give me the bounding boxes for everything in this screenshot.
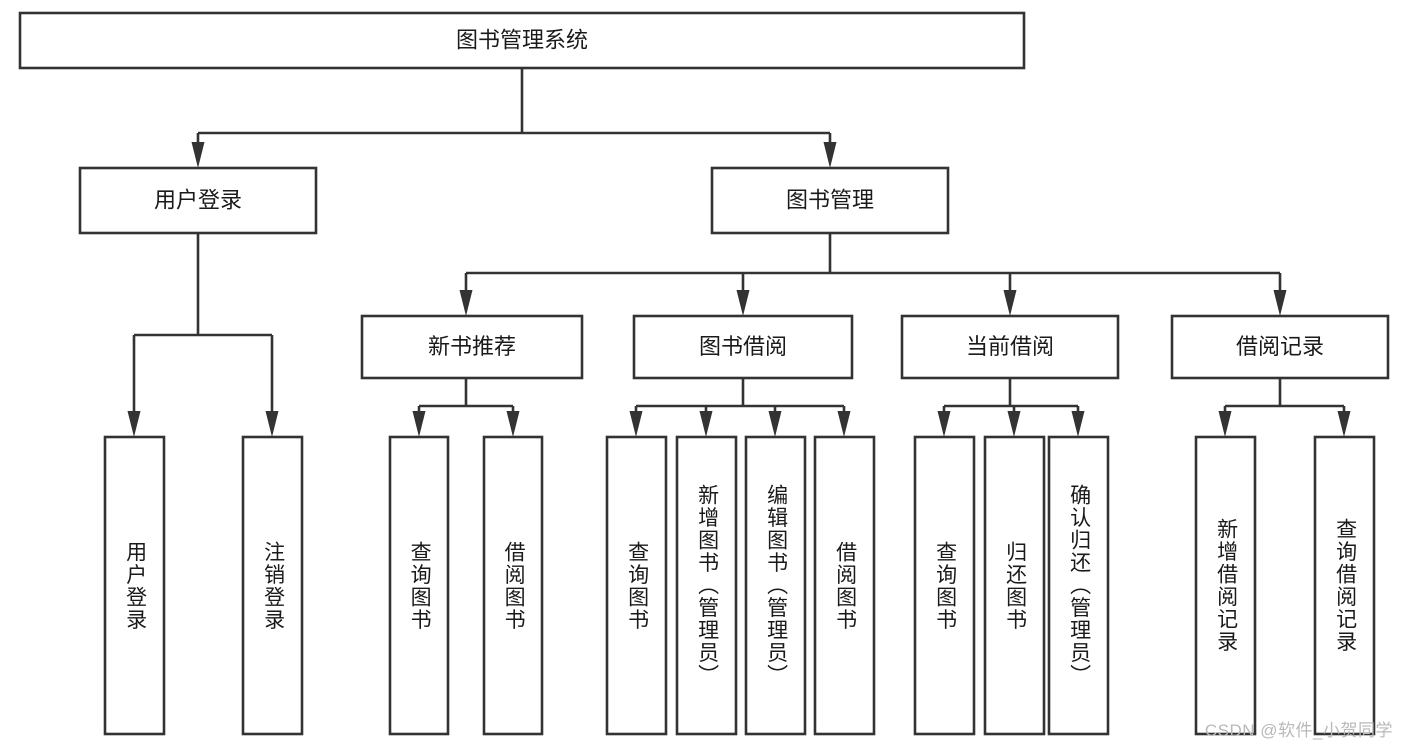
arrow-head-0 (412, 411, 426, 437)
connector-user-login-to-leaves (127, 233, 279, 437)
node-leaf-query-book-recommend[interactable] (388, 435, 450, 736)
arrow-head-2 (768, 411, 782, 437)
node-box-root (18, 11, 1026, 70)
arrow-head-1 (1007, 411, 1021, 437)
node-box-leaf-borrow-book (813, 435, 876, 736)
node-box-leaf-edit-book-admin (744, 435, 807, 736)
node-box-leaf-user-login (103, 435, 166, 736)
node-label-borrow-record: 借阅记录 (1236, 334, 1324, 359)
arrow-head-0 (127, 411, 141, 437)
arrow-head-1 (506, 411, 520, 437)
node-root[interactable]: 图书管理系统 (18, 11, 1026, 70)
arrow-head-0 (1218, 411, 1232, 437)
node-box-leaf-return-book (983, 435, 1046, 736)
arrow-head-2 (1071, 411, 1085, 437)
arrow-head-3 (1273, 290, 1287, 316)
node-box-current-borrow (900, 314, 1120, 380)
connector-root-to-level2 (191, 68, 837, 168)
node-borrow-record[interactable]: 借阅记录 (1170, 314, 1390, 380)
connector-book-management-to-level3 (459, 233, 1287, 316)
arrow-head-1 (736, 290, 750, 316)
arrow-head-3 (837, 411, 851, 437)
connector-book-borrow-to-leaves (629, 378, 851, 437)
node-box-new-book-recommend (360, 314, 584, 380)
node-book-borrow[interactable]: 图书借阅 (632, 314, 854, 380)
node-leaf-user-login[interactable] (103, 435, 166, 736)
node-leaf-query-borrow-record[interactable] (1313, 435, 1376, 736)
node-box-leaf-add-borrow-record (1194, 435, 1257, 736)
node-box-book-management (710, 166, 950, 235)
connector-new-book-recommend-to-leaves (412, 378, 520, 437)
arrow-head-2 (1003, 290, 1017, 316)
node-label-root: 图书管理系统 (456, 27, 588, 52)
node-box-leaf-logout (241, 435, 304, 736)
node-leaf-borrow-book-recommend[interactable] (482, 435, 544, 736)
arrow-head-1 (699, 411, 713, 437)
node-leaf-add-book-admin[interactable] (675, 435, 738, 736)
node-new-book-recommend[interactable]: 新书推荐 (360, 314, 584, 380)
node-label-user-login: 用户登录 (154, 187, 242, 212)
watermark-text: CSDN @软件_小贺同学 (1204, 721, 1393, 740)
node-label-current-borrow: 当前借阅 (966, 334, 1054, 359)
node-box-leaf-add-book-admin (675, 435, 738, 736)
arrow-head-0 (937, 411, 951, 437)
arrow-head-1 (265, 411, 279, 437)
connector-borrow-record-to-leaves (1218, 378, 1351, 437)
node-box-leaf-query-book-recommend (388, 435, 450, 736)
arrow-head-0 (459, 290, 473, 316)
node-leaf-borrow-book[interactable] (813, 435, 876, 736)
node-label-new-book-recommend: 新书推荐 (428, 334, 516, 359)
connector-current-borrow-to-leaves (937, 378, 1085, 437)
node-box-leaf-confirm-return-admin (1047, 435, 1110, 736)
node-label-book-borrow: 图书借阅 (699, 334, 787, 359)
node-box-book-borrow (632, 314, 854, 380)
arrow-head-0 (629, 411, 643, 437)
node-leaf-query-book-borrow[interactable] (605, 435, 668, 736)
node-box-leaf-borrow-book-recommend (482, 435, 544, 736)
node-box-leaf-query-borrow-record (1313, 435, 1376, 736)
node-label-book-management: 图书管理 (786, 187, 874, 212)
arrow-head-1 (1337, 411, 1351, 437)
node-leaf-confirm-return-admin[interactable] (1047, 435, 1110, 736)
node-leaf-add-borrow-record[interactable] (1194, 435, 1257, 736)
arrow-head-0 (191, 142, 205, 168)
node-leaf-logout[interactable] (241, 435, 304, 736)
arrow-head-1 (823, 142, 837, 168)
node-leaf-query-book-current[interactable] (913, 435, 976, 736)
node-box-leaf-query-book-borrow (605, 435, 668, 736)
node-leaf-return-book[interactable] (983, 435, 1046, 736)
node-user-login[interactable]: 用户登录 (78, 166, 318, 235)
node-current-borrow[interactable]: 当前借阅 (900, 314, 1120, 380)
node-book-management[interactable]: 图书管理 (710, 166, 950, 235)
node-box-borrow-record (1170, 314, 1390, 380)
node-box-user-login (78, 166, 318, 235)
node-leaf-edit-book-admin[interactable] (744, 435, 807, 736)
node-box-leaf-query-book-current (913, 435, 976, 736)
